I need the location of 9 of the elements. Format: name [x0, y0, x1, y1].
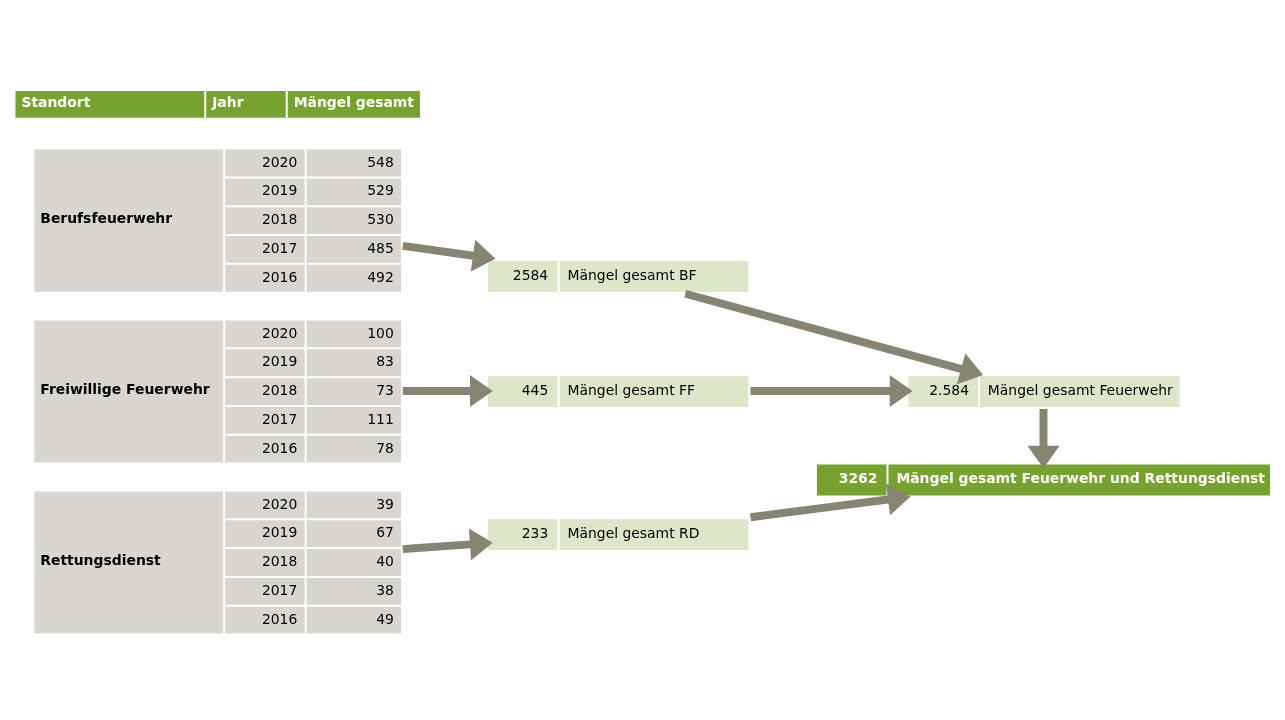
arrow — [402, 527, 493, 560]
label: Jahr — [212, 93, 244, 110]
label: Mängel gesamt — [293, 93, 414, 110]
arrow — [749, 483, 911, 521]
arrow — [402, 239, 496, 271]
arrow — [1027, 408, 1060, 468]
arrow — [402, 374, 493, 407]
arrow — [684, 289, 984, 384]
label: Standort — [21, 93, 91, 110]
